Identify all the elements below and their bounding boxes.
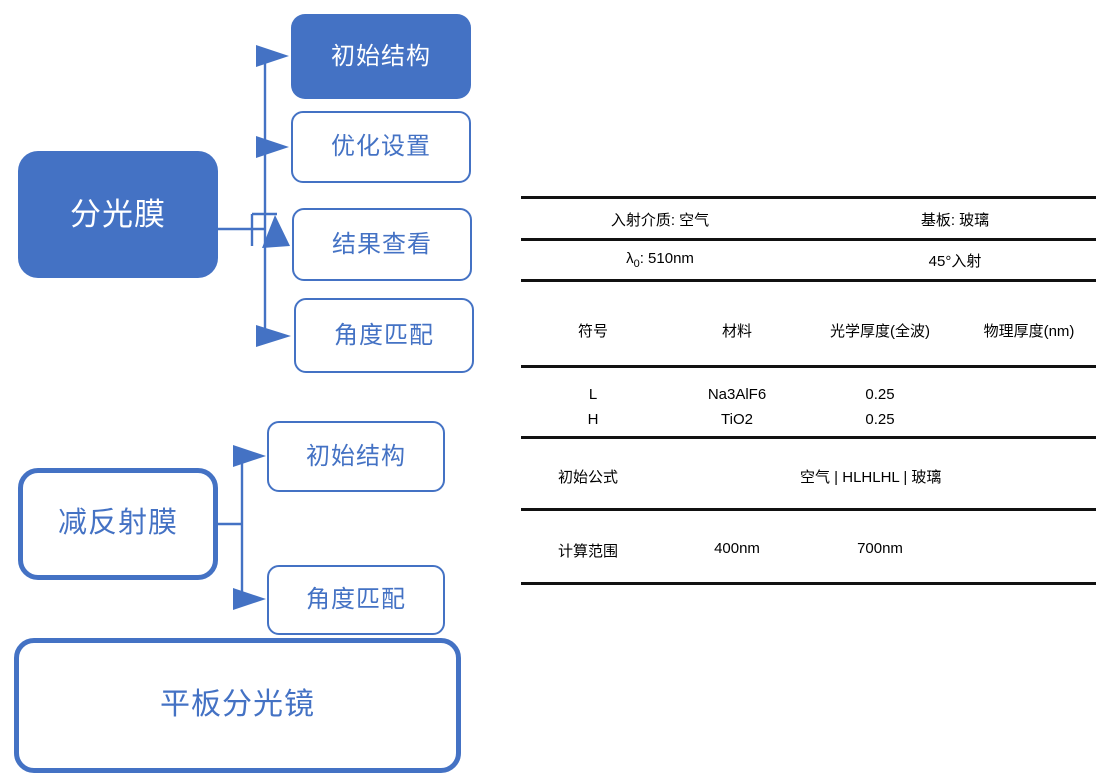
column-header-optical-thickness: 光学厚度(全波) (830, 323, 930, 340)
table-rule-6 (521, 508, 1096, 511)
column-header-material: 材料 (721, 323, 753, 340)
table-rule-bottom (521, 582, 1096, 585)
layer-0-material: Na3AlF6 (707, 386, 767, 403)
table-rule-5 (521, 436, 1096, 439)
table-row-layers: L Na3AlF6 0.25 H TiO2 0.25 (521, 368, 1096, 436)
layer-1-material: TiO2 (721, 411, 753, 428)
layer-1-symbol: H (587, 411, 599, 428)
column-header-symbol: 符号 (577, 323, 609, 340)
layer-1-optical-thickness: 0.25 (865, 411, 895, 428)
table-row-column-headers: 符号 材料 光学厚度(全波) 物理厚度(nm) (521, 282, 1096, 365)
node-spectral-view-results[interactable]: 结果查看 (292, 208, 472, 281)
connector-arrow-initial (256, 45, 289, 67)
connector-arrow-ar-angle (233, 588, 266, 610)
node-spectral-angle-matching[interactable]: 角度匹配 (294, 298, 474, 373)
cell-substrate: 基板: 玻璃 (920, 212, 990, 229)
connector-arrow-result (250, 212, 290, 248)
table-rule-4 (521, 365, 1096, 368)
cell-reference-wavelength: λ0: 510nm (626, 250, 694, 270)
lambda-value: : 510nm (639, 250, 694, 267)
value-calc-range-end: 700nm (857, 540, 903, 557)
table-rule-3 (521, 279, 1096, 282)
connector-arrow-optimize (256, 136, 289, 158)
table-row-calc-range: 计算范围 400nm 700nm (521, 511, 1096, 582)
node-antireflection-initial-structure[interactable]: 初始结构 (267, 421, 445, 492)
node-antireflection-film-root[interactable]: 减反射膜 (18, 468, 218, 580)
label-initial-formula: 初始公式 (558, 469, 619, 486)
table-rule-top (521, 196, 1096, 199)
value-calc-range-start: 400nm (714, 540, 760, 557)
connector-arrow-ar-initial (233, 445, 266, 467)
coating-spec-table: 入射介质: 空气 基板: 玻璃 λ0: 510nm 45°入射 符号 材料 光学… (521, 196, 1096, 585)
node-spectral-optimize-settings[interactable]: 优化设置 (291, 111, 471, 183)
lambda-subscript: 0 (633, 258, 640, 270)
cell-incident-medium: 入射介质: 空气 (610, 212, 710, 229)
connector-arrow-angle (256, 325, 291, 347)
column-header-physical-thickness: 物理厚度(nm) (983, 323, 1075, 340)
node-spectral-initial-structure[interactable]: 初始结构 (291, 14, 471, 99)
label-calc-range: 计算范围 (558, 543, 619, 560)
layer-0-optical-thickness: 0.25 (865, 386, 895, 403)
table-rule-2 (521, 238, 1096, 241)
lambda-symbol: λ (626, 250, 634, 267)
node-spectral-film-root[interactable]: 分光膜 (18, 151, 218, 278)
value-initial-formula: 空气 | HLHLHL | 玻璃 (800, 469, 942, 486)
table-row-formula: 初始公式 空气 | HLHLHL | 玻璃 (521, 439, 1096, 508)
node-flat-beam-splitter[interactable]: 平板分光镜 (14, 638, 461, 773)
table-row-wavelength: λ0: 510nm 45°入射 (521, 241, 1096, 279)
layer-0-symbol: L (588, 386, 598, 403)
cell-incidence-angle: 45°入射 (928, 253, 982, 270)
table-row-media: 入射介质: 空气 基板: 玻璃 (521, 199, 1096, 238)
node-antireflection-angle-matching[interactable]: 角度匹配 (267, 565, 445, 635)
